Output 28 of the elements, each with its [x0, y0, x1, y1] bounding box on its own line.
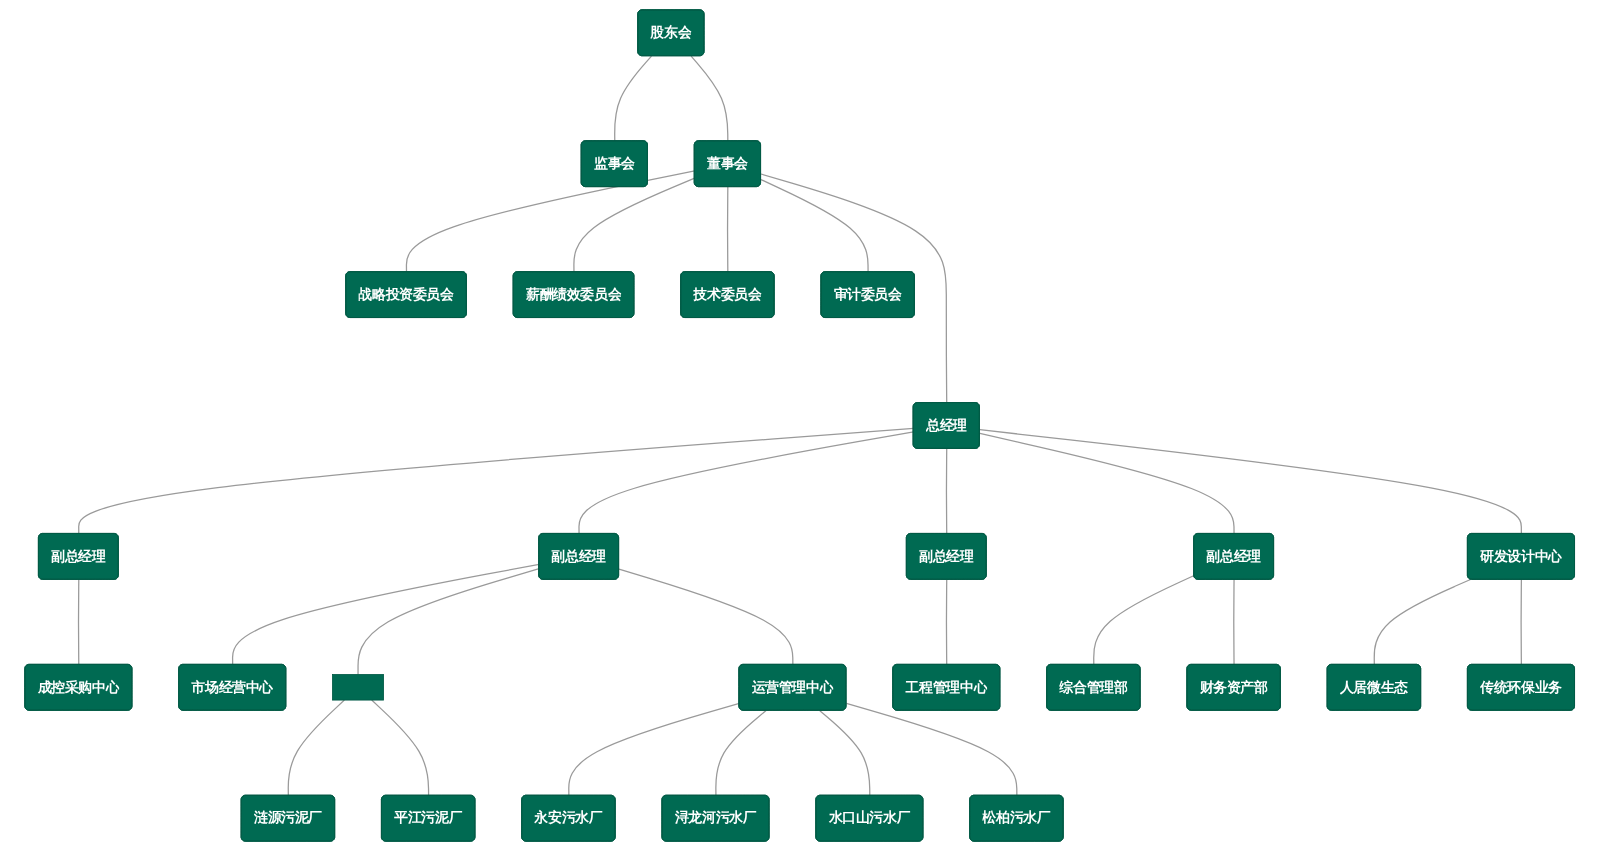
- connector: [979, 432, 1236, 535]
- connector: [406, 170, 696, 273]
- connector: [819, 710, 871, 797]
- connector: [690, 55, 729, 142]
- connector: [371, 699, 430, 797]
- connector: [78, 427, 915, 535]
- connector: [715, 710, 767, 797]
- connector: [1520, 579, 1523, 666]
- node-box: [332, 674, 385, 701]
- connector: [287, 699, 346, 797]
- connector: [573, 177, 696, 273]
- connector: [618, 568, 794, 666]
- connector: [232, 563, 541, 666]
- connector: [614, 55, 653, 142]
- connector: [357, 568, 541, 676]
- connector: [1373, 578, 1472, 666]
- connector: [846, 702, 1018, 797]
- connector: [78, 579, 80, 666]
- connector: [727, 186, 729, 273]
- connector: [760, 178, 870, 273]
- connector: [1233, 579, 1236, 666]
- connector: [946, 448, 948, 535]
- connector: [979, 429, 1523, 535]
- connector: [760, 173, 948, 404]
- connector: [946, 579, 948, 666]
- connector: [1093, 574, 1196, 666]
- connector: [578, 431, 915, 535]
- connector: [568, 702, 741, 797]
